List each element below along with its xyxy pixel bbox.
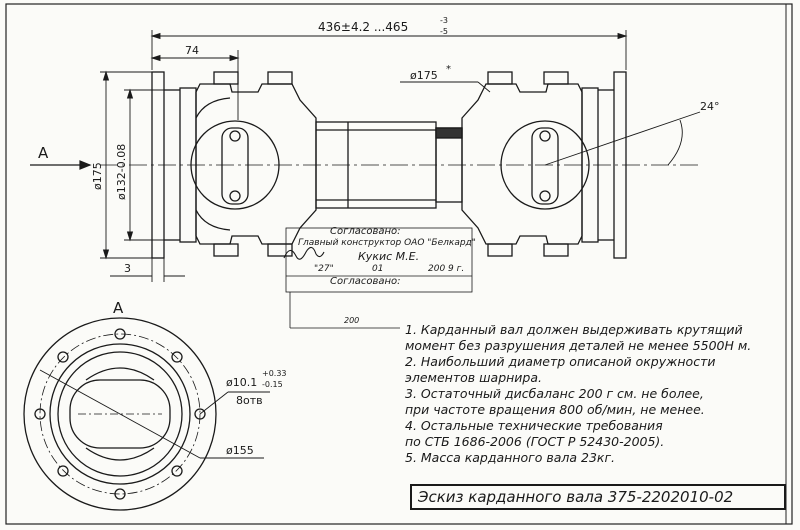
note-line: 3. Остаточный дисбаланс 200 г см. не бол… xyxy=(405,386,704,401)
dim-hole-tol-upper: +0.33 xyxy=(262,369,287,378)
left-yoke xyxy=(195,83,317,245)
right-yoke xyxy=(461,83,583,245)
note-line: 4. Остальные технические требования xyxy=(405,418,663,433)
approval-stamp-box xyxy=(285,227,473,293)
approval-date-year: 200 9 г. xyxy=(428,264,465,274)
dim-175-top-text: ø175 xyxy=(410,69,438,82)
note-line: элементов шарнира. xyxy=(405,370,542,385)
dim-175-left-text: ø175 xyxy=(91,162,104,190)
dim-angle-text: 24° xyxy=(700,100,720,113)
dim-74-text: 74 xyxy=(185,44,199,57)
approval-position: Главный конструктор ОАО "Белкард" xyxy=(298,238,476,248)
overall-dimension xyxy=(150,30,628,70)
signature xyxy=(283,246,325,260)
view-arrow-label: А xyxy=(38,144,49,162)
technical-notes: 1. Карданный вал должен выдерживать крут… xyxy=(405,322,751,466)
dim-175-top-mark: * xyxy=(446,64,451,75)
drawing-title: Эскиз карданного вала 375-2202010-02 xyxy=(410,484,786,510)
approval-agreed-1: Согласовано: xyxy=(330,226,401,237)
dim-3-text: 3 xyxy=(124,262,131,275)
approval-agreed-2: Согласовано: xyxy=(330,276,401,287)
dim-overall-tol-lower: -5 xyxy=(440,27,448,36)
approval-name: Кукис М.Е. xyxy=(358,250,420,263)
approval-date-month: 01 xyxy=(372,264,384,274)
approval-year-stub: 200 xyxy=(344,316,360,325)
note-line: при частоте вращения 800 об/мин, не мене… xyxy=(405,402,705,417)
dim-hole-count: 8отв xyxy=(236,394,263,407)
sheet-frame xyxy=(5,3,793,525)
dim-hole-tol-lower: -0.15 xyxy=(262,380,283,389)
note-line: 1. Карданный вал должен выдерживать крут… xyxy=(405,322,743,337)
dim-hole-text: ø10.1 xyxy=(226,376,257,389)
note-line: по СТБ 1686-2006 (ГОСТ Р 52430-2005). xyxy=(405,434,665,449)
note-line: 5. Масса карданного вала 23кг. xyxy=(405,450,615,465)
dim-overall-tol-upper: -3 xyxy=(440,16,448,25)
dim-overall-text: 436±4.2 ...465 xyxy=(318,20,408,34)
approval-date-day: "27" xyxy=(314,264,334,274)
view-section-label: А xyxy=(113,299,124,317)
note-line: момент без разрушения деталей не менее 5… xyxy=(405,338,752,353)
dim-155-text: ø155 xyxy=(226,444,254,457)
note-line: 2. Наибольший диаметр описаной окружност… xyxy=(405,354,716,369)
dim-132-text: ø132-0.08 xyxy=(115,144,128,200)
